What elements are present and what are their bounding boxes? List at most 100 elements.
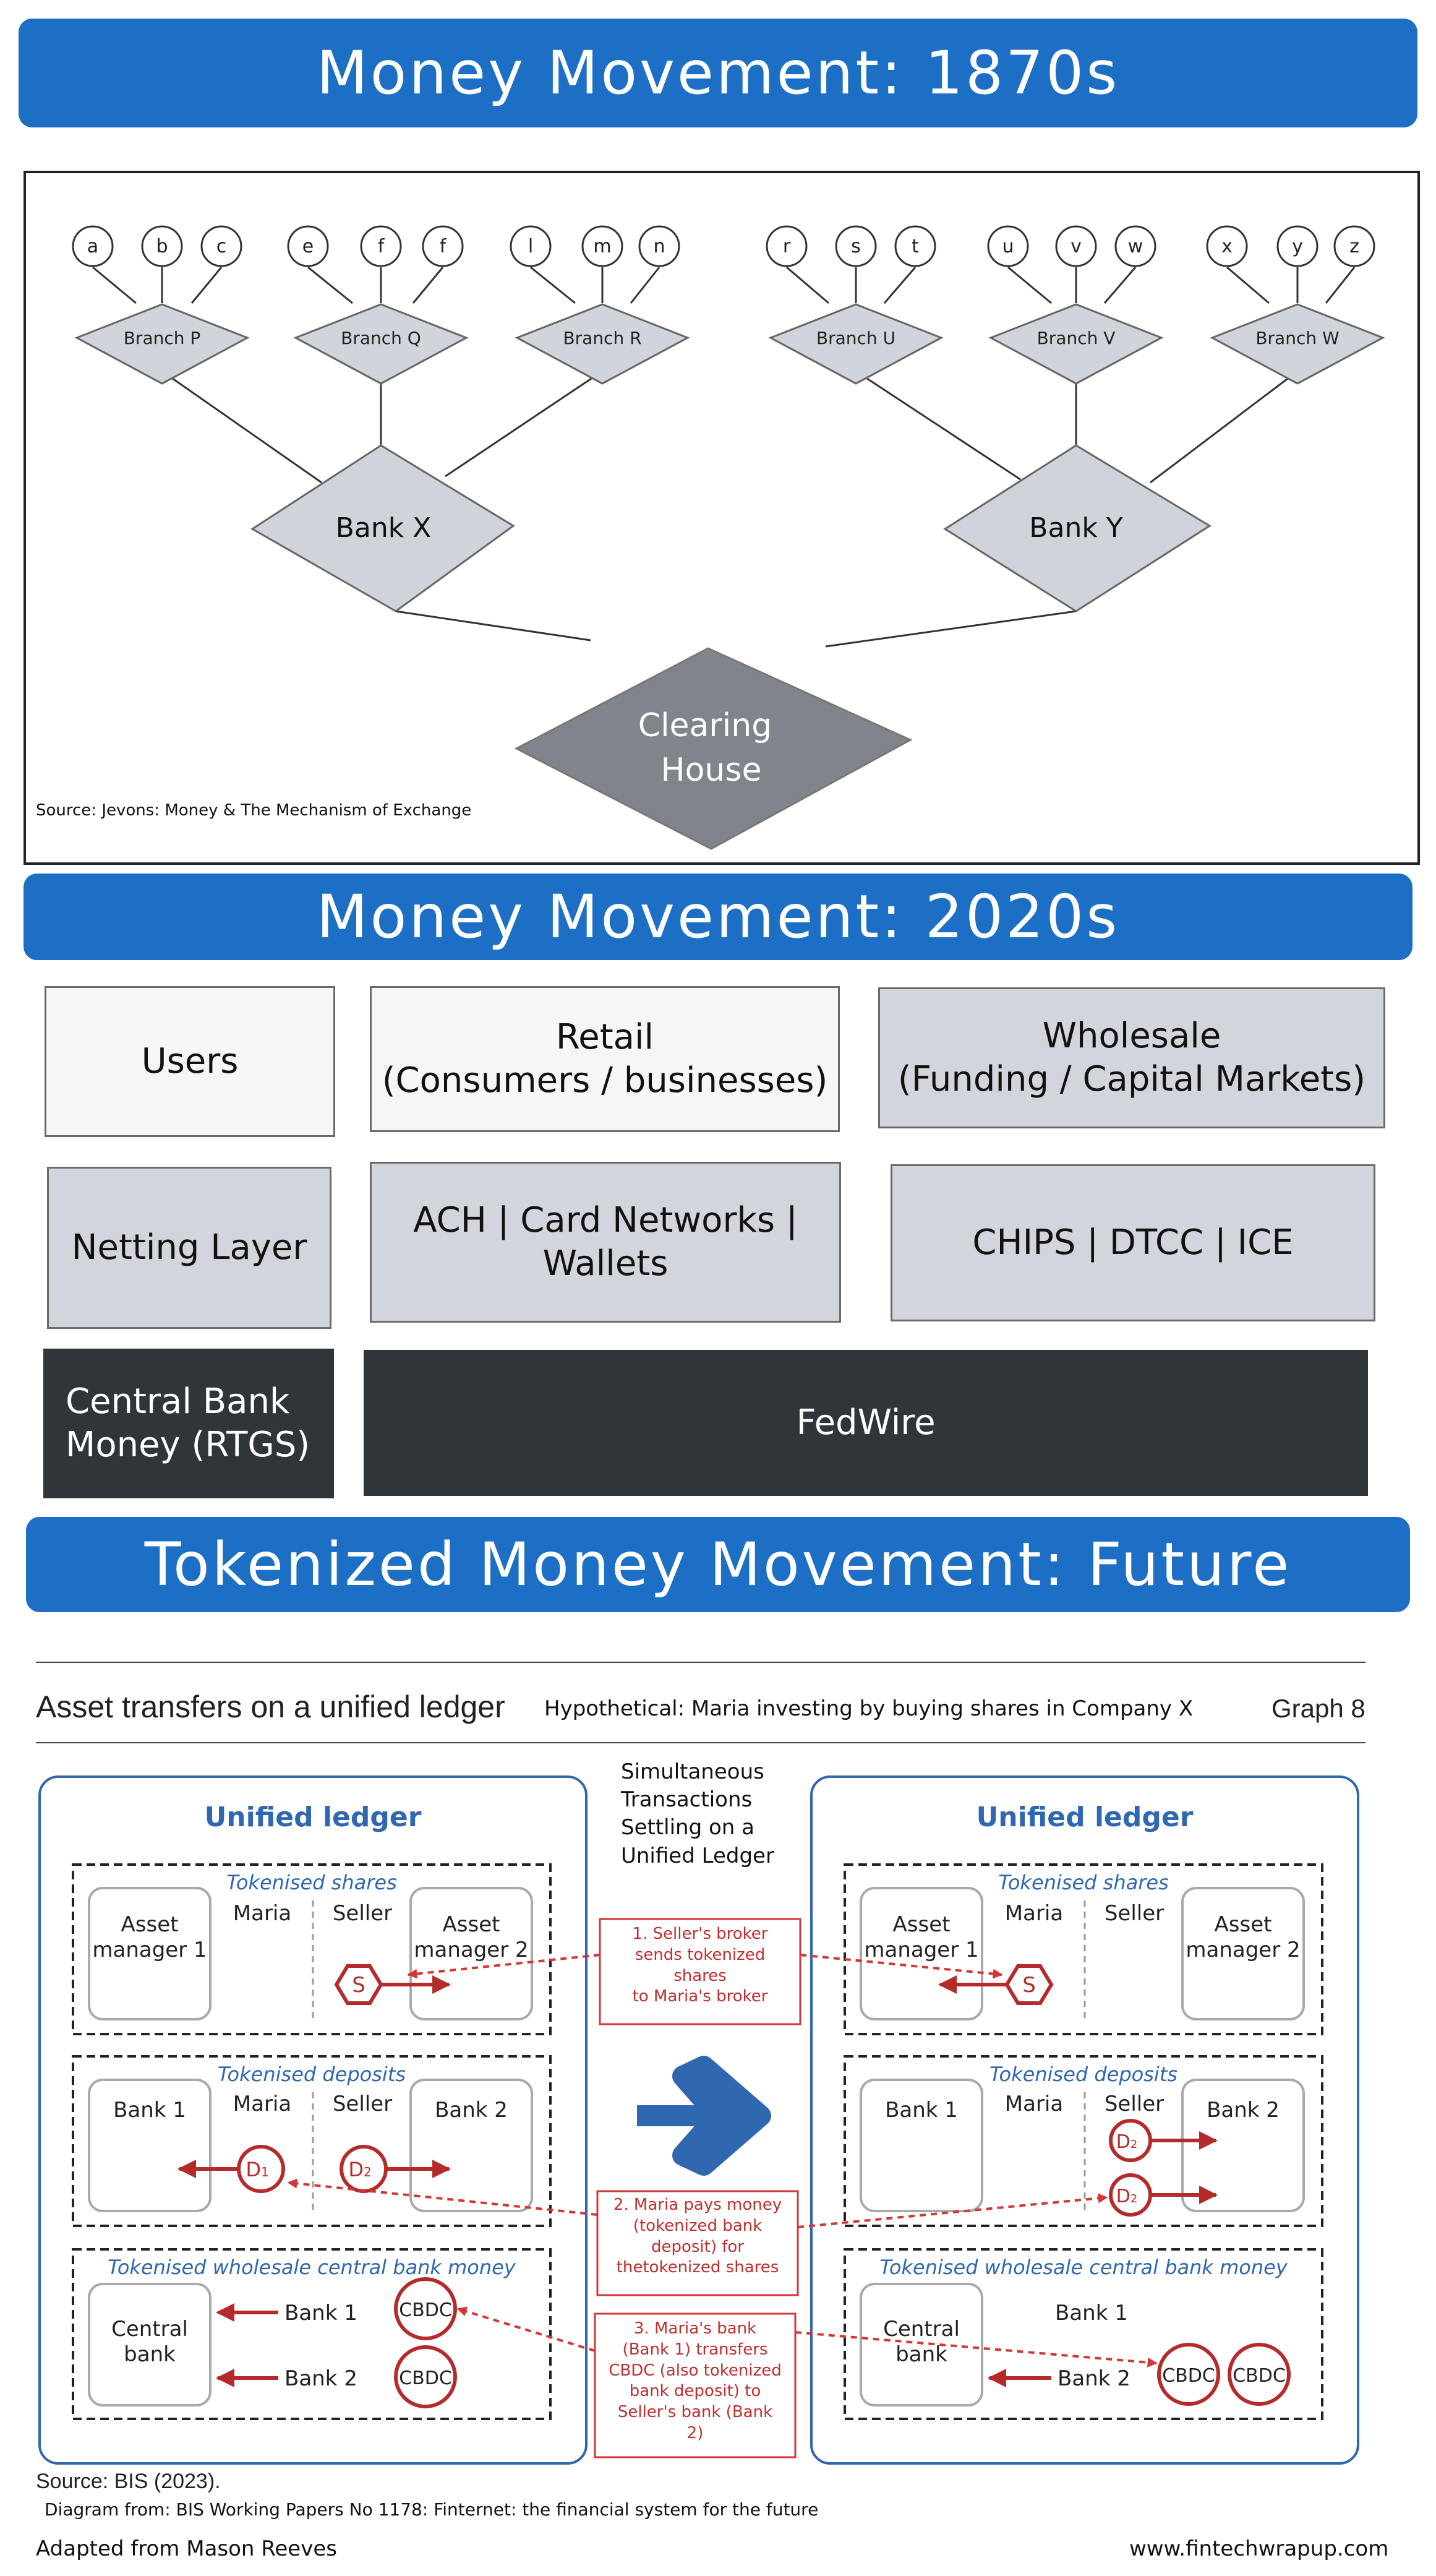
user-label: n — [653, 236, 665, 257]
svg-text:Bank 1: Bank 1 — [113, 2098, 186, 2123]
user-label: e — [302, 236, 314, 257]
banner-future-text: Tokenized Money Movement: Future — [144, 1530, 1292, 1599]
website-link[interactable]: www.fintechwrapup.com — [1129, 2536, 1389, 2561]
svg-text:Tokenised deposits: Tokenised deposits — [989, 2063, 1177, 2086]
svg-text:CBDC: CBDC — [399, 2299, 452, 2321]
layer-central-bank-text: Central Bank Money (RTGS) — [66, 1381, 310, 1465]
svg-text:Tokenised deposits: Tokenised deposits — [218, 2063, 406, 2086]
svg-text:Seller: Seller — [333, 1901, 392, 1926]
banner-1870s-text: Money Movement: 1870s — [316, 38, 1120, 108]
user-label: s — [851, 236, 861, 257]
branch-label: Branch U — [816, 328, 895, 348]
user-label: u — [1002, 236, 1014, 257]
svg-text:Seller: Seller — [1105, 2092, 1164, 2116]
note-2-text: 2. Maria pays money (tokenized bank depo… — [613, 2196, 782, 2277]
ledger-title-right: Unified ledger — [977, 1801, 1194, 1833]
svg-text:CBDC: CBDC — [1233, 2365, 1286, 2387]
user-label: c — [216, 236, 227, 257]
layer-retail-text: Retail (Consumers / businesses) — [382, 1017, 828, 1101]
svg-text:S: S — [1022, 1973, 1036, 1998]
user-label: t — [912, 236, 919, 257]
divider-mid — [36, 1742, 1365, 1743]
diagram-title: Asset transfers on a unified ledger — [36, 1689, 505, 1724]
user-label: a — [87, 236, 98, 257]
svg-text:Maria: Maria — [1005, 1901, 1063, 1926]
layer-netting-text: Netting Layer — [71, 1227, 307, 1268]
layer-chips-text: CHIPS | DTCC | ICE — [972, 1222, 1294, 1263]
hierarchy-diagram-1870s: a b c e f f l m n r s t u v w x y z Bran… — [24, 171, 1420, 865]
divider-top — [36, 1662, 1365, 1663]
graph-label: Graph 8 — [1271, 1694, 1365, 1723]
banner-2020s: Money Movement: 2020s — [24, 874, 1412, 960]
banner-2020s-text: Money Movement: 2020s — [316, 882, 1120, 951]
svg-text:Bank 2: Bank 2 — [1207, 2098, 1280, 2123]
layer-users-text: Users — [141, 1041, 239, 1081]
branch-label: Branch W — [1255, 328, 1339, 348]
note-box-1 — [599, 1918, 801, 2025]
svg-text:D2: D2 — [1116, 2186, 1138, 2207]
note-box-2 — [596, 2190, 799, 2296]
svg-text:Tokenised shares: Tokenised shares — [226, 1871, 396, 1894]
user-label: y — [1292, 236, 1303, 257]
user-label: x — [1221, 236, 1233, 257]
user-label: b — [156, 236, 168, 257]
branch-label: Branch V — [1037, 328, 1116, 348]
layer-fedwire: FedWire — [364, 1350, 1368, 1496]
user-label: f — [378, 236, 385, 257]
layer-users: Users — [45, 986, 335, 1137]
svg-text:Seller: Seller — [333, 2092, 392, 2116]
svg-text:Tokenised wholesale central ba: Tokenised wholesale central bank money — [879, 2256, 1288, 2279]
layer-netting: Netting Layer — [47, 1167, 331, 1329]
clearing-house-diamond — [514, 647, 913, 850]
svg-text:Bank 2: Bank 2 — [1058, 2366, 1130, 2391]
svg-text:S: S — [352, 1973, 365, 1998]
svg-text:Tokenised shares: Tokenised shares — [998, 1871, 1168, 1894]
banner-1870s: Money Movement: 1870s — [19, 19, 1417, 127]
adapted-from: Adapted from Mason Reeves — [36, 2536, 337, 2561]
user-label: r — [783, 236, 791, 257]
branch-label: Branch R — [563, 328, 641, 348]
ledger-title-left: Unified ledger — [205, 1801, 422, 1833]
svg-text:Maria: Maria — [233, 1901, 291, 1926]
note-1-text: 1. Seller's broker sends tokenized share… — [632, 1925, 768, 2006]
svg-text:Bank 1: Bank 1 — [885, 2098, 958, 2123]
user-label: l — [528, 236, 533, 257]
layer-wholesale-text: Wholesale (Funding / Capital Markets) — [897, 1016, 1366, 1099]
user-label: v — [1071, 236, 1082, 257]
svg-text:Maria: Maria — [1005, 2092, 1063, 2116]
svg-text:Bank 1: Bank 1 — [1055, 2301, 1128, 2325]
clearing-house-label: House — [661, 752, 762, 789]
svg-text:D2: D2 — [348, 2158, 371, 2181]
layer-ach-cards-wallets: ACH | Card Networks | Wallets — [370, 1162, 841, 1323]
svg-text:Maria: Maria — [233, 2092, 291, 2116]
layer-chips-dtcc-ice: CHIPS | DTCC | ICE — [891, 1164, 1375, 1321]
layer-ach-text: ACH | Card Networks | Wallets — [413, 1200, 798, 1284]
layer-central-bank-money: Central Bank Money (RTGS) — [43, 1349, 334, 1498]
branch-label: Branch P — [124, 328, 201, 348]
svg-text:Bank 2: Bank 2 — [435, 2098, 508, 2123]
svg-text:Bank 2: Bank 2 — [284, 2366, 357, 2391]
source-jevons: Source: Jevons: Money & The Mechanism of… — [36, 801, 471, 820]
source-bis: Source: BIS (2023). — [36, 2470, 221, 2493]
svg-text:D1: D1 — [246, 2158, 268, 2181]
note-box-3 — [594, 2312, 797, 2458]
svg-text:Tokenised wholesale central ba: Tokenised wholesale central bank money — [108, 2256, 516, 2279]
user-label: f — [440, 236, 447, 257]
user-label: w — [1128, 236, 1143, 257]
simultaneous-note: Simultaneous Transactions Settling on a … — [621, 1759, 774, 1868]
diagram-subtitle: Hypothetical: Maria investing by buying … — [544, 1696, 1194, 1721]
svg-text:D2: D2 — [1116, 2131, 1138, 2153]
svg-text:Bank 1: Bank 1 — [284, 2301, 357, 2325]
banner-future: Tokenized Money Movement: Future — [26, 1517, 1410, 1612]
user-label: z — [1349, 236, 1359, 257]
diagram-from: Diagram from: BIS Working Papers No 1178… — [45, 2499, 819, 2520]
